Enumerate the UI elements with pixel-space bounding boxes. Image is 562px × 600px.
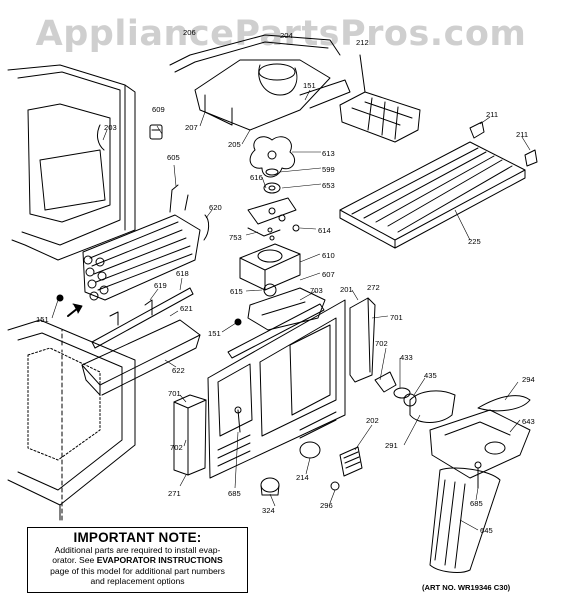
part-203-tube <box>96 124 105 151</box>
dispenser-housing <box>409 390 531 479</box>
part-label-613: 613 <box>322 149 335 158</box>
part-label-643: 643 <box>522 417 535 426</box>
motor-fasteners <box>247 214 300 241</box>
note-line-3: page of this model for additional part n… <box>50 565 225 576</box>
part-label-702b: 702 <box>170 443 183 452</box>
part-label-211b: 211 <box>516 130 528 139</box>
wire-shelf <box>339 141 526 249</box>
part-272-bracket <box>349 297 376 383</box>
fan-blade <box>249 136 295 178</box>
part-label-212: 212 <box>356 38 369 47</box>
part-label-645: 645 <box>480 526 493 535</box>
part-685-screw <box>234 406 482 489</box>
part-label-618: 618 <box>176 269 189 278</box>
note-body: Additional parts are required to install… <box>28 545 247 587</box>
part-label-685b: 685 <box>470 499 483 508</box>
part-label-615: 615 <box>230 287 243 296</box>
part-label-753: 753 <box>229 233 242 242</box>
part-645-cover <box>429 467 501 573</box>
part-label-653: 653 <box>322 181 335 190</box>
evaporator-coil <box>82 184 201 301</box>
small-caps <box>260 441 340 496</box>
part-label-620: 620 <box>209 203 222 212</box>
part-label-291: 291 <box>385 441 398 450</box>
part-label-205: 205 <box>228 140 241 149</box>
part-label-614: 614 <box>318 226 331 235</box>
fan-motor <box>239 243 301 291</box>
part-label-202: 202 <box>366 416 379 425</box>
part-label-599: 599 <box>322 165 335 174</box>
part-label-271: 271 <box>168 489 181 498</box>
part-label-703: 703 <box>310 286 323 295</box>
fresh-food-liner <box>7 64 136 521</box>
part-label-701a: 701 <box>390 313 403 322</box>
shelf-clips <box>469 121 538 167</box>
leader-lines <box>51 89 531 531</box>
part-label-206: 206 <box>183 28 196 37</box>
part-label-616: 616 <box>250 173 263 182</box>
assembly-arrow <box>61 303 83 521</box>
ice-tray <box>339 54 421 143</box>
note-line-1: Additional parts are required to install… <box>54 545 221 555</box>
part-label-211a: 211 <box>486 110 498 119</box>
part-701-block <box>173 394 207 476</box>
part-label-151c: 151 <box>208 329 221 338</box>
part-294-cover <box>477 395 531 412</box>
part-label-296: 296 <box>320 501 333 510</box>
motor-mount-bracket <box>247 283 326 331</box>
part-label-621: 621 <box>180 304 193 313</box>
part-label-203: 203 <box>104 123 117 132</box>
part-label-151b: 151 <box>36 315 49 324</box>
part-label-607: 607 <box>322 270 335 279</box>
note-line-2: orator. See EVAPORATOR INSTRUCTIONS <box>28 555 247 565</box>
part-label-207: 207 <box>185 123 198 132</box>
part-618-bar <box>91 287 194 349</box>
heater-clips <box>109 214 210 326</box>
part-label-605: 605 <box>167 153 180 162</box>
fan-motor-bracket <box>247 197 297 225</box>
part-labels: 206 204 212 609 203 151 207 205 211 211 613 599 653 6… <box>36 28 535 535</box>
part-label-701b: 701 <box>168 389 181 398</box>
part-label-294: 294 <box>522 375 535 384</box>
lamp-assembly <box>374 371 417 407</box>
part-label-609: 609 <box>152 105 165 114</box>
important-note-box: IMPORTANT NOTE: Additional parts are req… <box>27 527 248 593</box>
watermark-text: AppliancePartsPros.com <box>35 14 527 54</box>
part-label-433: 433 <box>400 353 413 362</box>
part-703-strip <box>227 303 325 359</box>
part-label-201: 201 <box>340 285 353 294</box>
part-622-trough <box>81 319 201 396</box>
note-line-2a: orator. See <box>52 555 97 566</box>
part-label-622: 622 <box>172 366 185 375</box>
part-label-204: 204 <box>280 31 293 40</box>
part-label-702a: 702 <box>375 339 388 348</box>
part-label-435: 435 <box>424 371 437 380</box>
part-151-screw-mid <box>234 318 242 326</box>
part-label-324: 324 <box>262 506 275 515</box>
note-line-4: and replacement options <box>90 576 185 587</box>
part-label-685a: 685 <box>228 489 241 498</box>
evaporator-cover-panel <box>207 299 346 479</box>
art-number: (ART NO. WR19346 C30) <box>422 583 511 592</box>
part-label-619: 619 <box>154 281 167 290</box>
part-label-151a: 151 <box>303 81 316 90</box>
note-title: IMPORTANT NOTE: <box>73 530 202 545</box>
part-label-610: 610 <box>322 251 335 260</box>
part-label-225: 225 <box>468 237 481 246</box>
part-609-clip <box>149 124 163 140</box>
part-202-grille <box>339 446 363 477</box>
part-151-screw-left <box>56 294 64 302</box>
grommet-parts <box>263 168 281 194</box>
part-label-214: 214 <box>296 473 309 482</box>
note-evaporator-link: EVAPORATOR INSTRUCTIONS <box>96 555 223 566</box>
part-label-272: 272 <box>367 283 380 292</box>
fan-housing <box>169 34 351 131</box>
